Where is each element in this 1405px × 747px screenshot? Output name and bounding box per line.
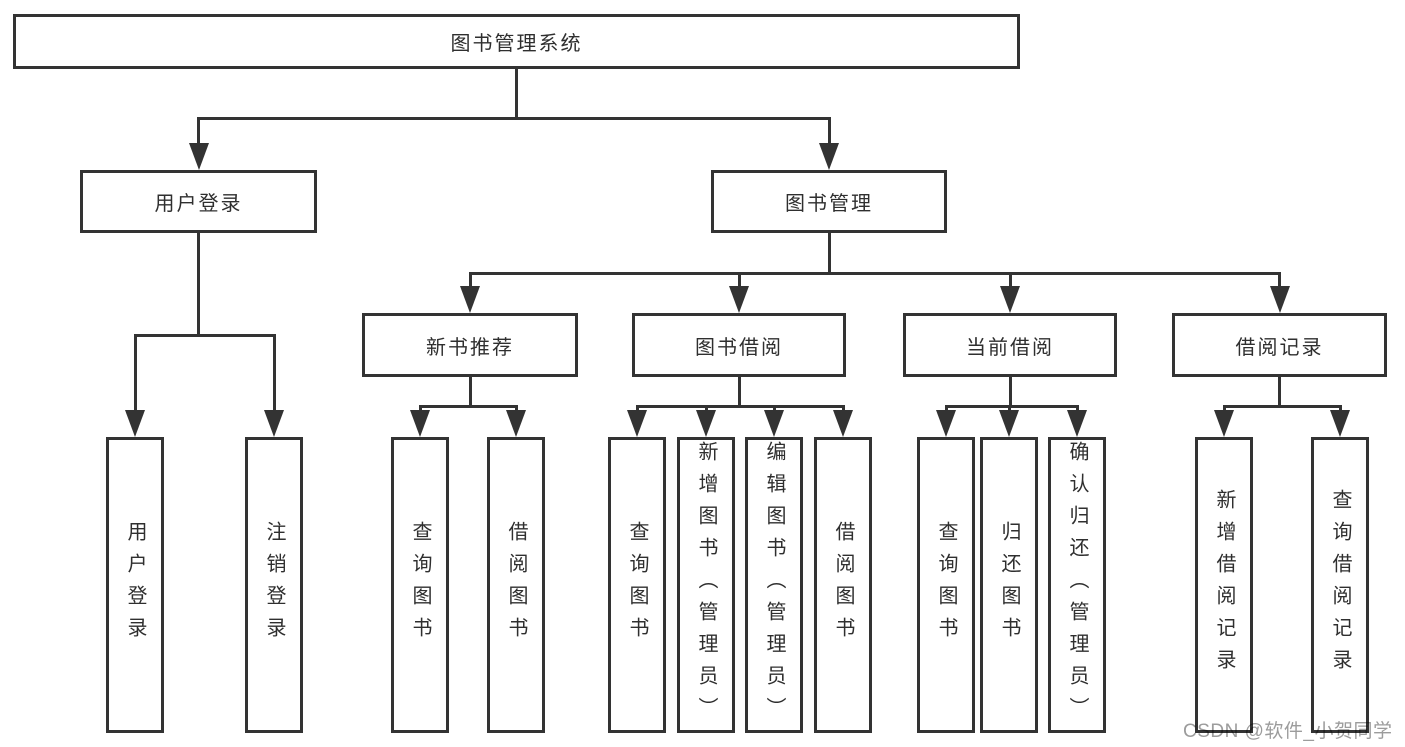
- node-label-bb-borrow-book: 借阅图书: [832, 521, 854, 649]
- node-label-root: 图书管理系统: [450, 33, 583, 55]
- arrow-down-icon: [1214, 410, 1234, 437]
- node-label-user-login: 用户登录: [124, 521, 146, 649]
- arrow-down-icon: [819, 143, 839, 170]
- node-box-user-login: 用户登录: [106, 437, 164, 733]
- connector-line: [197, 116, 831, 120]
- connector-line: [1008, 377, 1012, 408]
- arrow-down-icon: [696, 410, 716, 437]
- node-label-book-borrow: 图书借阅: [695, 336, 783, 359]
- connector-line: [1278, 377, 1281, 408]
- node-box-bb-query-book: 查询图书: [608, 437, 666, 733]
- node-label-br-query-record: 查询借阅记录: [1329, 489, 1351, 681]
- node-box-br-query-record: 查询借阅记录: [1311, 437, 1369, 733]
- node-box-book-borrow: 图书借阅: [632, 313, 846, 377]
- node-box-bb-edit-book: 编辑图书（管理员）: [745, 437, 803, 733]
- node-label-nbr-query-book: 查询图书: [409, 521, 431, 649]
- arrow-down-icon: [264, 410, 284, 437]
- connector-line: [515, 69, 518, 120]
- node-label-logout: 注销登录: [263, 521, 285, 649]
- connector-line: [468, 271, 472, 293]
- connector-line: [272, 333, 276, 417]
- arrow-down-icon: [1067, 410, 1087, 437]
- connector-line: [197, 233, 200, 337]
- node-label-book-mgmt: 图书管理: [785, 193, 873, 215]
- connector-line: [1008, 271, 1012, 293]
- connector-line: [944, 404, 1079, 408]
- connector-line: [1222, 404, 1342, 408]
- arrow-down-icon: [506, 410, 526, 437]
- node-label-borrow-records: 借阅记录: [1235, 336, 1324, 359]
- connector-line: [197, 116, 200, 150]
- arrow-down-icon: [764, 410, 784, 437]
- arrow-down-icon: [1269, 286, 1290, 313]
- node-box-bb-borrow-book: 借阅图书: [814, 437, 872, 733]
- node-box-bb-add-book: 新增图书（管理员）: [677, 437, 735, 733]
- node-box-nbr-borrow-book: 借阅图书: [487, 437, 545, 733]
- arrow-down-icon: [410, 410, 430, 437]
- node-box-cb-query-book: 查询图书: [917, 437, 975, 733]
- arrow-down-icon: [188, 143, 209, 170]
- watermark: CSDN @软件_小贺同学: [1183, 721, 1393, 742]
- connector-line: [468, 271, 1281, 275]
- node-label-cb-return-book: 归还图书: [998, 521, 1020, 649]
- node-label-current-borrow: 当前借阅: [966, 336, 1054, 359]
- connector-line: [418, 404, 518, 408]
- connector-line: [133, 333, 137, 417]
- connector-line: [737, 271, 741, 293]
- node-label-user-login-group: 用户登录: [154, 193, 243, 215]
- node-label-bb-edit-book: 编辑图书（管理员）: [763, 441, 785, 729]
- node-label-cb-confirm-return: 确认归还（管理员）: [1066, 441, 1088, 729]
- node-box-root: 图书管理系统: [13, 14, 1020, 69]
- arrow-down-icon: [936, 410, 956, 437]
- connector-line: [635, 404, 845, 408]
- arrow-down-icon: [1330, 410, 1350, 437]
- node-box-book-mgmt: 图书管理: [711, 170, 947, 233]
- arrow-down-icon: [627, 410, 647, 437]
- connector-line: [133, 333, 276, 337]
- node-box-logout: 注销登录: [245, 437, 303, 733]
- connector-line: [737, 377, 741, 408]
- arrow-down-icon: [999, 410, 1019, 437]
- node-label-br-add-record: 新增借阅记录: [1213, 489, 1235, 681]
- arrow-down-icon: [460, 286, 480, 313]
- connector-line: [827, 233, 831, 275]
- node-label-bb-query-book: 查询图书: [626, 521, 648, 649]
- node-label-new-book-rec: 新书推荐: [426, 336, 514, 359]
- arrow-down-icon: [125, 410, 145, 437]
- node-box-br-add-record: 新增借阅记录: [1195, 437, 1253, 733]
- connector-line: [1278, 271, 1281, 293]
- arrow-down-icon: [1000, 286, 1020, 313]
- node-box-current-borrow: 当前借阅: [903, 313, 1117, 377]
- node-label-cb-query-book: 查询图书: [935, 521, 957, 649]
- node-box-nbr-query-book: 查询图书: [391, 437, 449, 733]
- node-box-new-book-rec: 新书推荐: [362, 313, 578, 377]
- arrow-down-icon: [833, 410, 853, 437]
- node-box-cb-return-book: 归还图书: [980, 437, 1038, 733]
- connector-line: [827, 116, 831, 150]
- node-box-cb-confirm-return: 确认归还（管理员）: [1048, 437, 1106, 733]
- connector-line: [468, 377, 472, 408]
- arrow-down-icon: [729, 286, 749, 313]
- node-box-borrow-records: 借阅记录: [1172, 313, 1387, 377]
- node-label-nbr-borrow-book: 借阅图书: [505, 521, 527, 649]
- node-label-bb-add-book: 新增图书（管理员）: [695, 441, 717, 729]
- node-box-user-login-group: 用户登录: [80, 170, 317, 233]
